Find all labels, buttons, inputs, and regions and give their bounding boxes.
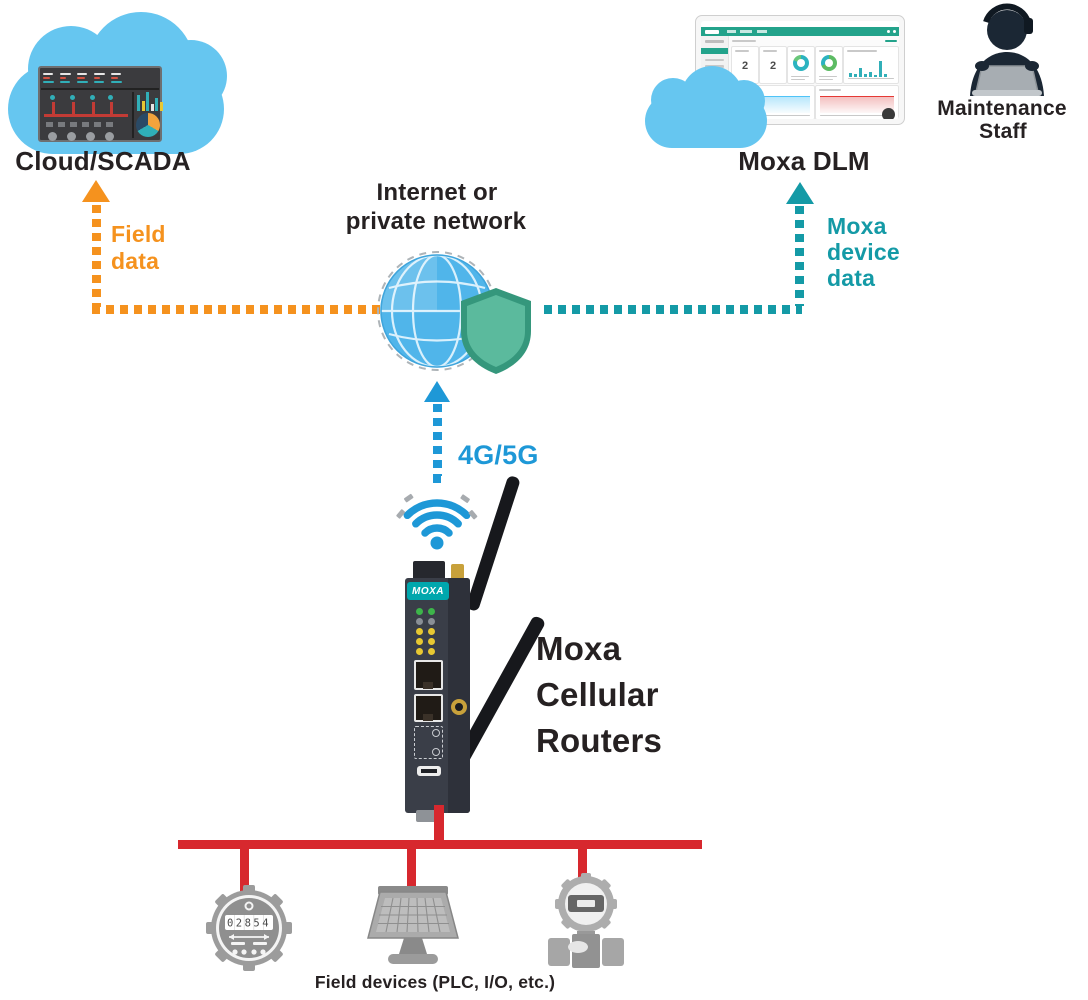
label-network-line2: private network: [345, 208, 527, 235]
donut-card: [787, 46, 815, 84]
security-shield-icon: [461, 288, 531, 374]
label-network-line1: Internet or: [376, 179, 498, 206]
label-moxa-dlm: Moxa DLM: [738, 146, 870, 176]
cloud-dlm-icon: [645, 66, 770, 150]
label-field-data-line1: Field: [111, 221, 166, 247]
field-data-arrow-icon: [82, 180, 110, 202]
sim-slot-icon: [414, 726, 443, 759]
cellular-link-arrow-icon: [424, 381, 450, 402]
field-data-flow-vertical: [91, 205, 101, 307]
meter-reading: 02854: [227, 918, 271, 930]
label-field-devices: Field devices (PLC, I/O, etc.): [314, 972, 556, 992]
led-indicator: [416, 638, 423, 645]
label-4g5g: 4G/5G: [458, 440, 539, 470]
label-router-line1: Moxa: [536, 630, 622, 667]
power-meter-icon: 02854: [206, 885, 292, 971]
scada-trend-area: [44, 92, 128, 141]
sd-slot-icon: [417, 766, 441, 776]
wifi-icon: [396, 474, 478, 550]
led-indicator: [428, 628, 435, 635]
help-bubble-icon: [882, 108, 895, 119]
label-device-data-line2: device: [827, 239, 900, 265]
led-indicator: [428, 618, 435, 625]
label-field-data-line2: data: [111, 248, 160, 274]
led-indicator: [416, 618, 423, 625]
ethernet-port-icon: [414, 694, 443, 722]
scada-panel-icon: [38, 66, 164, 142]
scada-pie-icon: [136, 113, 160, 137]
router-side-panel: [448, 578, 470, 813]
led-indicator: [416, 608, 423, 615]
donut-chart-icon: [793, 55, 809, 71]
stat-value: 2: [741, 60, 749, 72]
stat-card: 2: [759, 46, 787, 84]
maintenance-staff-icon: [970, 3, 1044, 96]
donut-card: [815, 46, 843, 84]
led-indicator: [416, 648, 423, 655]
device-data-flow-horizontal: [544, 305, 802, 314]
label-router-line3: Routers: [536, 722, 663, 759]
led-indicator: [416, 628, 423, 635]
label-maintenance-line1: Maintenance: [937, 97, 1067, 120]
valve-transmitter-icon: [548, 873, 624, 968]
scada-chart-area: [132, 92, 164, 138]
led-indicator: [428, 648, 435, 655]
dashboard-navbar: [701, 27, 899, 36]
power-connector: [416, 810, 438, 822]
ethernet-port-icon: [414, 660, 443, 690]
cellular-link-flow: [433, 404, 442, 476]
stat-value: 2: [769, 60, 777, 72]
label-device-data-line1: Moxa: [827, 213, 887, 239]
fieldbus-drop-keyboard: [407, 847, 416, 891]
label-cloud-scada: Cloud/SCADA: [15, 146, 191, 176]
bar-chart-card: [843, 46, 899, 84]
fieldbus-drop-meter: [240, 847, 249, 895]
led-indicator: [428, 638, 435, 645]
donut-chart-icon: [821, 55, 837, 71]
fieldbus-line: [178, 840, 702, 849]
antenna-connector-icon: [451, 699, 467, 715]
label-maintenance-line2: Staff: [979, 120, 1027, 143]
scada-top-strip: [41, 68, 159, 90]
operator-terminal-icon: [367, 886, 459, 964]
router-top-cap: [413, 561, 445, 581]
router-brand-label: MOXA: [412, 585, 444, 597]
router-sma-port: [451, 564, 464, 580]
label-device-data-line3: data: [827, 265, 876, 291]
device-data-arrow-icon: [785, 182, 814, 204]
led-indicator: [428, 608, 435, 615]
fieldbus-router-drop: [434, 805, 444, 847]
label-router-line2: Cellular: [536, 676, 659, 713]
field-data-flow-horizontal: [91, 305, 386, 314]
fieldbus-drop-valve: [578, 847, 587, 883]
router-brand-badge: MOXA: [407, 582, 449, 600]
device-data-flow-vertical: [795, 206, 804, 306]
dlm-dashboard-icon: 2 2: [695, 15, 905, 125]
